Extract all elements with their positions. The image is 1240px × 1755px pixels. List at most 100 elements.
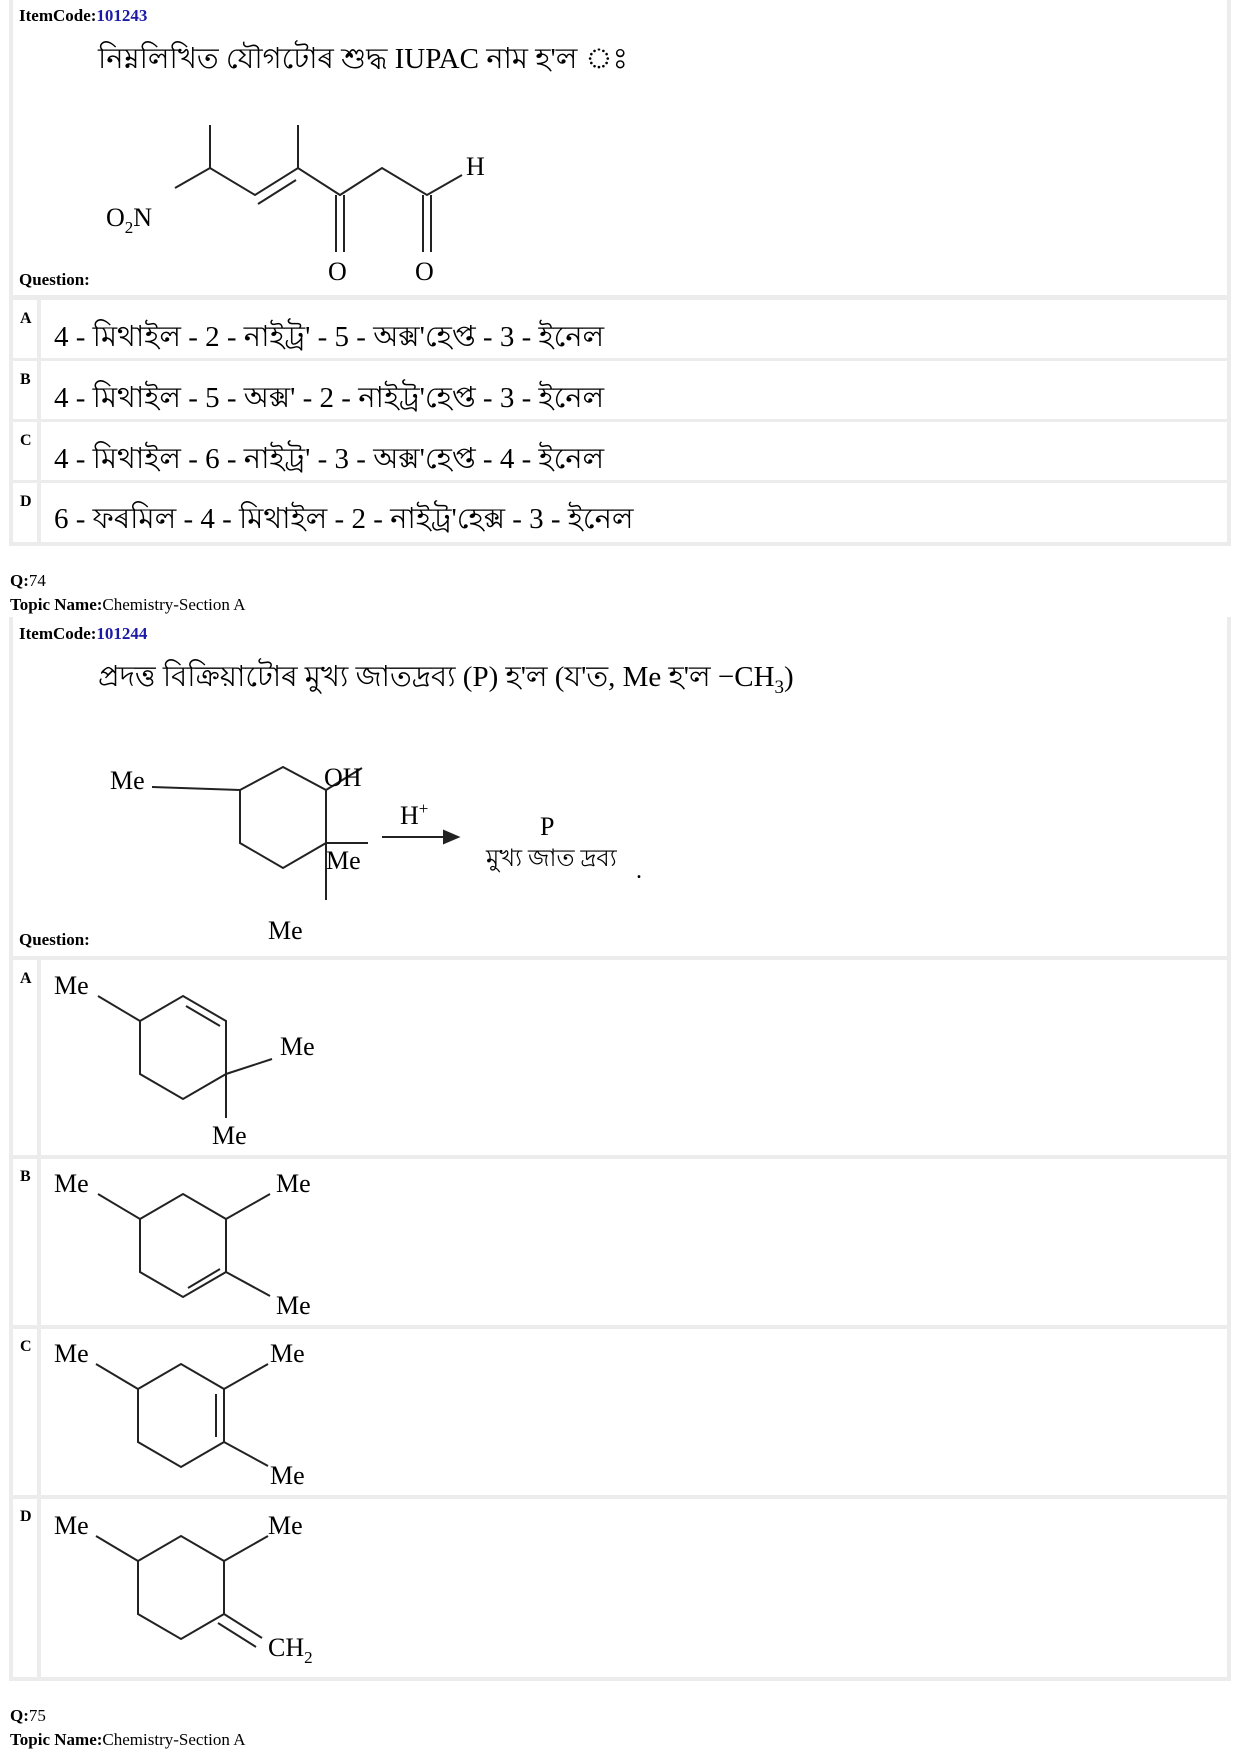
cyclohexene-ring: [139, 994, 227, 1101]
question-stem-panel: [13, 617, 1227, 956]
methyl-bond: [223, 1535, 269, 1562]
me-label: Me: [276, 1169, 311, 1198]
methyl-bond: [95, 1535, 139, 1562]
option-d-structure[interactable]: Me Me CH2: [50, 1504, 350, 1679]
stem-subscript: 3: [774, 676, 785, 698]
itemcode-label: ItemCode:101243: [19, 6, 147, 26]
option-b-structure[interactable]: Me Me Me: [50, 1164, 350, 1329]
option-b-text[interactable]: 4 - মিথাইল - 5 - অক্স' - 2 - নাইট্ৰ'হেপ্…: [54, 382, 605, 414]
question-number: Q:75: [10, 1706, 46, 1726]
question-number: Q:74: [10, 571, 46, 591]
option-letter-b: B: [20, 371, 31, 388]
double-bond-inner: [185, 1005, 221, 1027]
topic-label: Topic Name:: [10, 595, 103, 614]
option-row: [13, 483, 37, 542]
q-label: Q:: [10, 571, 29, 590]
me-label: Me: [268, 1511, 303, 1540]
question-stem: প্ৰদত্ত বিক্ৰিয়াটোৰ মুখ্য জাতদ্ৰব্য (P)…: [98, 654, 794, 703]
methyl-bond: [223, 1363, 269, 1390]
option-letter-a: A: [20, 970, 32, 987]
methyl-bond: [225, 1058, 273, 1075]
option-row: [41, 1329, 1227, 1495]
question-card-101243: [9, 0, 1231, 546]
aldehyde-h-label: H: [466, 152, 485, 181]
methylene-bond-inner: [217, 1622, 257, 1648]
question-stem-panel: [13, 0, 1227, 295]
option-row: [13, 300, 37, 358]
me-label: Me: [280, 1032, 315, 1061]
methyl-bond: [97, 995, 141, 1022]
question-stem: নিম্নলিখিত যৌগটোৰ শুদ্ধ IUPAC নাম হ'ল ঃ: [98, 43, 628, 75]
question-label: Question:: [19, 270, 90, 289]
cyclohexane-ring: [137, 1534, 225, 1641]
itemcode-value: 101244: [96, 624, 148, 643]
itemcode-value: 101243: [96, 6, 148, 25]
reaction-scheme: Me OH Me Me H+ P মুখ্য জাত দ্ৰব্য .: [110, 763, 642, 945]
me-label: Me: [270, 1461, 305, 1490]
option-row: [13, 1159, 37, 1325]
option-a-structure[interactable]: Me Me Me: [50, 966, 350, 1156]
stem-text: প্ৰদত্ত বিক্ৰিয়াটোৰ মুখ্য জাতদ্ৰব্য (P)…: [98, 661, 775, 693]
me-label: Me: [54, 971, 89, 1000]
option-c-text[interactable]: 4 - মিথাইল - 6 - নাইট্ৰ' - 3 - অক্স'হেপ্…: [54, 443, 605, 475]
question-card-101244: [9, 617, 1231, 1681]
option-row: [13, 361, 37, 419]
option-row: [41, 300, 1227, 358]
methyl-bond: [95, 1363, 139, 1390]
arrow-head: [443, 829, 461, 845]
option-row: [41, 361, 1227, 419]
option-letter-d: D: [20, 1508, 32, 1525]
double-bond-inner: [187, 1268, 221, 1289]
methylene-bond: [223, 1613, 263, 1639]
product-label: P: [540, 812, 554, 841]
stem-close: ): [784, 661, 794, 693]
option-letter-c: C: [20, 432, 32, 449]
double-bond-inner: [257, 179, 297, 205]
topic-name: Topic Name:Chemistry-Section A: [10, 595, 245, 615]
option-letter-d: D: [20, 493, 32, 510]
itemcode-caption: ItemCode:: [19, 624, 97, 643]
compound-structure: O2N H O O: [106, 125, 485, 286]
methyl-bond: [225, 1193, 271, 1220]
option-row: [41, 422, 1227, 480]
topic-value: Chemistry-Section A: [102, 1730, 246, 1749]
me-label: Me: [268, 916, 303, 945]
me-label: Me: [326, 846, 361, 875]
option-d-text[interactable]: 6 - ফৰমিল - 4 - মিথাইল - 2 - নাইট্ৰ'হেক্…: [54, 503, 634, 535]
reagent-label: H+: [400, 799, 428, 830]
me-label: Me: [110, 766, 145, 795]
topic-name: Topic Name:Chemistry-Section A: [10, 1730, 245, 1750]
methyl-bond: [223, 1441, 269, 1467]
cyclohexane-ring: [239, 765, 327, 870]
option-c-structure[interactable]: Me Me Me: [50, 1334, 350, 1499]
option-row: [13, 1329, 37, 1495]
topic-label: Topic Name:: [10, 1730, 103, 1749]
option-letter-b: B: [20, 1168, 31, 1185]
methyl-bond: [225, 1271, 271, 1297]
methyl-bond: [151, 786, 241, 791]
option-row: [13, 960, 37, 1155]
nitro-group-label: O2N: [106, 203, 152, 237]
me-label: Me: [212, 1121, 247, 1150]
q-label: Q:: [10, 1706, 29, 1725]
itemcode-caption: ItemCode:: [19, 6, 97, 25]
option-row: [41, 960, 1227, 1155]
me-label: Me: [270, 1339, 305, 1368]
oh-bond: [325, 767, 363, 791]
me-label: Me: [276, 1291, 311, 1320]
q-number-value: 75: [28, 1706, 46, 1725]
trailing-dot: .: [636, 858, 642, 884]
option-row: [13, 422, 37, 480]
methyl-bond: [97, 1193, 141, 1220]
aldehyde-o-label: O: [415, 257, 434, 286]
me-label: Me: [54, 1339, 89, 1368]
me-label: Me: [54, 1511, 89, 1540]
option-a-text[interactable]: 4 - মিথাইল - 2 - নাইট্ৰ' - 5 - অক্স'হেপ্…: [54, 321, 605, 353]
q-number-value: 74: [28, 571, 46, 590]
carbon-skeleton: [174, 166, 463, 197]
question-label: Question:: [19, 930, 90, 949]
itemcode-label: ItemCode:101244: [19, 624, 147, 644]
option-letter-a: A: [20, 310, 32, 327]
option-row: [41, 483, 1227, 542]
option-row: [41, 1499, 1227, 1677]
